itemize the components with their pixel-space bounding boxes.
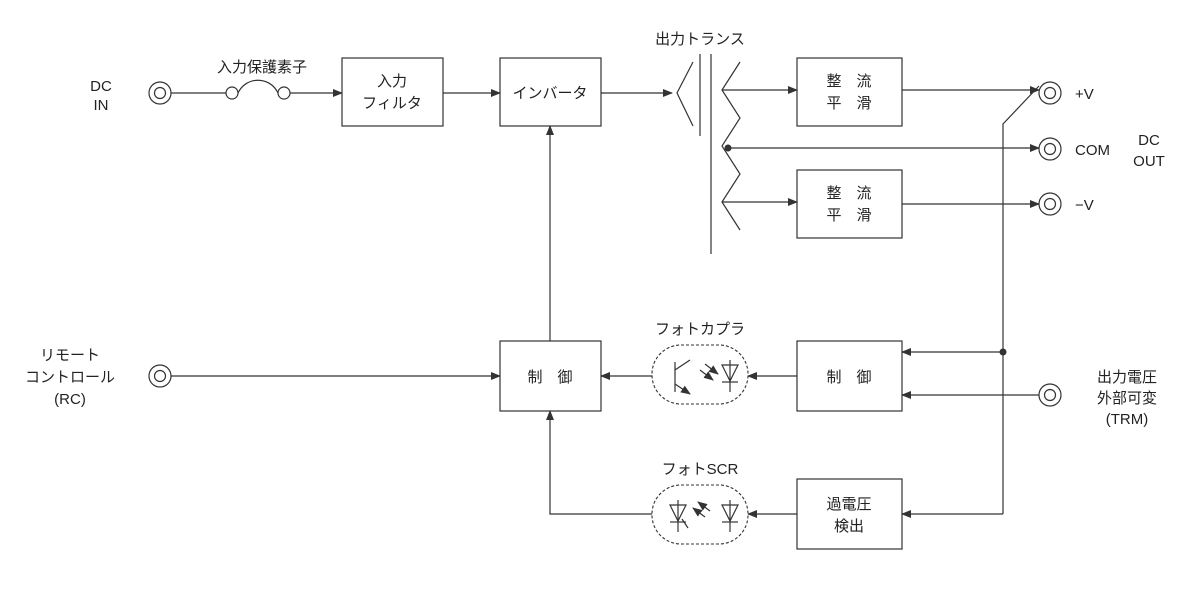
control-left-label: 制 御: [527, 369, 572, 386]
rectifier-upper-block: [796, 57, 903, 127]
ovp-label-1: 過電圧: [826, 496, 871, 513]
com-terminal: [1038, 137, 1062, 161]
dc-in-label-2: IN: [94, 97, 109, 114]
rectifier-lower-block: [796, 169, 903, 239]
sense-line: [1002, 85, 1040, 514]
minus-v-terminal: [1038, 192, 1062, 216]
remote-label-1: リモート: [40, 347, 100, 364]
trim-label-2: 外部可変: [1097, 390, 1157, 407]
remote-label-2: コントロール: [25, 369, 115, 386]
trim-label-1: 出力電圧: [1097, 369, 1157, 386]
dc-out-label-2: OUT: [1133, 153, 1165, 170]
output-transformer-symbol: [676, 54, 741, 254]
dc-out-label-1: DC: [1138, 132, 1160, 149]
photo-scr-symbol: [651, 484, 749, 545]
ovp-label-2: 検出: [834, 518, 864, 535]
com-label: COM: [1075, 142, 1110, 159]
input-filter-block: [341, 57, 444, 127]
input-filter-label-2: フィルタ: [362, 95, 422, 112]
trim-label-3: (TRM): [1106, 411, 1148, 428]
rectifier-lower-label-1: 整 流: [826, 185, 871, 202]
rectifier-lower-label-2: 平 滑: [826, 207, 871, 224]
photocoupler-symbol: [651, 344, 749, 405]
photo-scr-label: フォトSCR: [662, 461, 739, 478]
minus-v-label: −V: [1075, 197, 1094, 214]
photocoupler-label: フォトカプラ: [655, 321, 745, 338]
dc-in-label-1: DC: [90, 78, 112, 95]
remote-control-terminal: [148, 364, 172, 388]
photoscr-to-control-arrow: [546, 410, 652, 515]
input-filter-label-1: 入力: [377, 73, 407, 90]
rectifier-upper-label-2: 平 滑: [826, 95, 871, 112]
plus-v-terminal: [1038, 81, 1062, 105]
dc-in-terminal: [148, 81, 172, 105]
remote-label-3: (RC): [54, 391, 86, 408]
inverter-label: インバータ: [512, 85, 587, 102]
ovp-detect-block: [796, 478, 903, 550]
rectifier-upper-label-1: 整 流: [826, 73, 871, 90]
output-transformer-label: 出力トランス: [655, 31, 745, 48]
plus-v-label: +V: [1075, 86, 1094, 103]
control-right-label: 制 御: [826, 369, 871, 386]
input-protection-label: 入力保護素子: [217, 59, 307, 76]
trim-terminal: [1038, 383, 1062, 407]
com-junction-dot: [724, 144, 732, 152]
fuse-symbol: [171, 79, 343, 100]
